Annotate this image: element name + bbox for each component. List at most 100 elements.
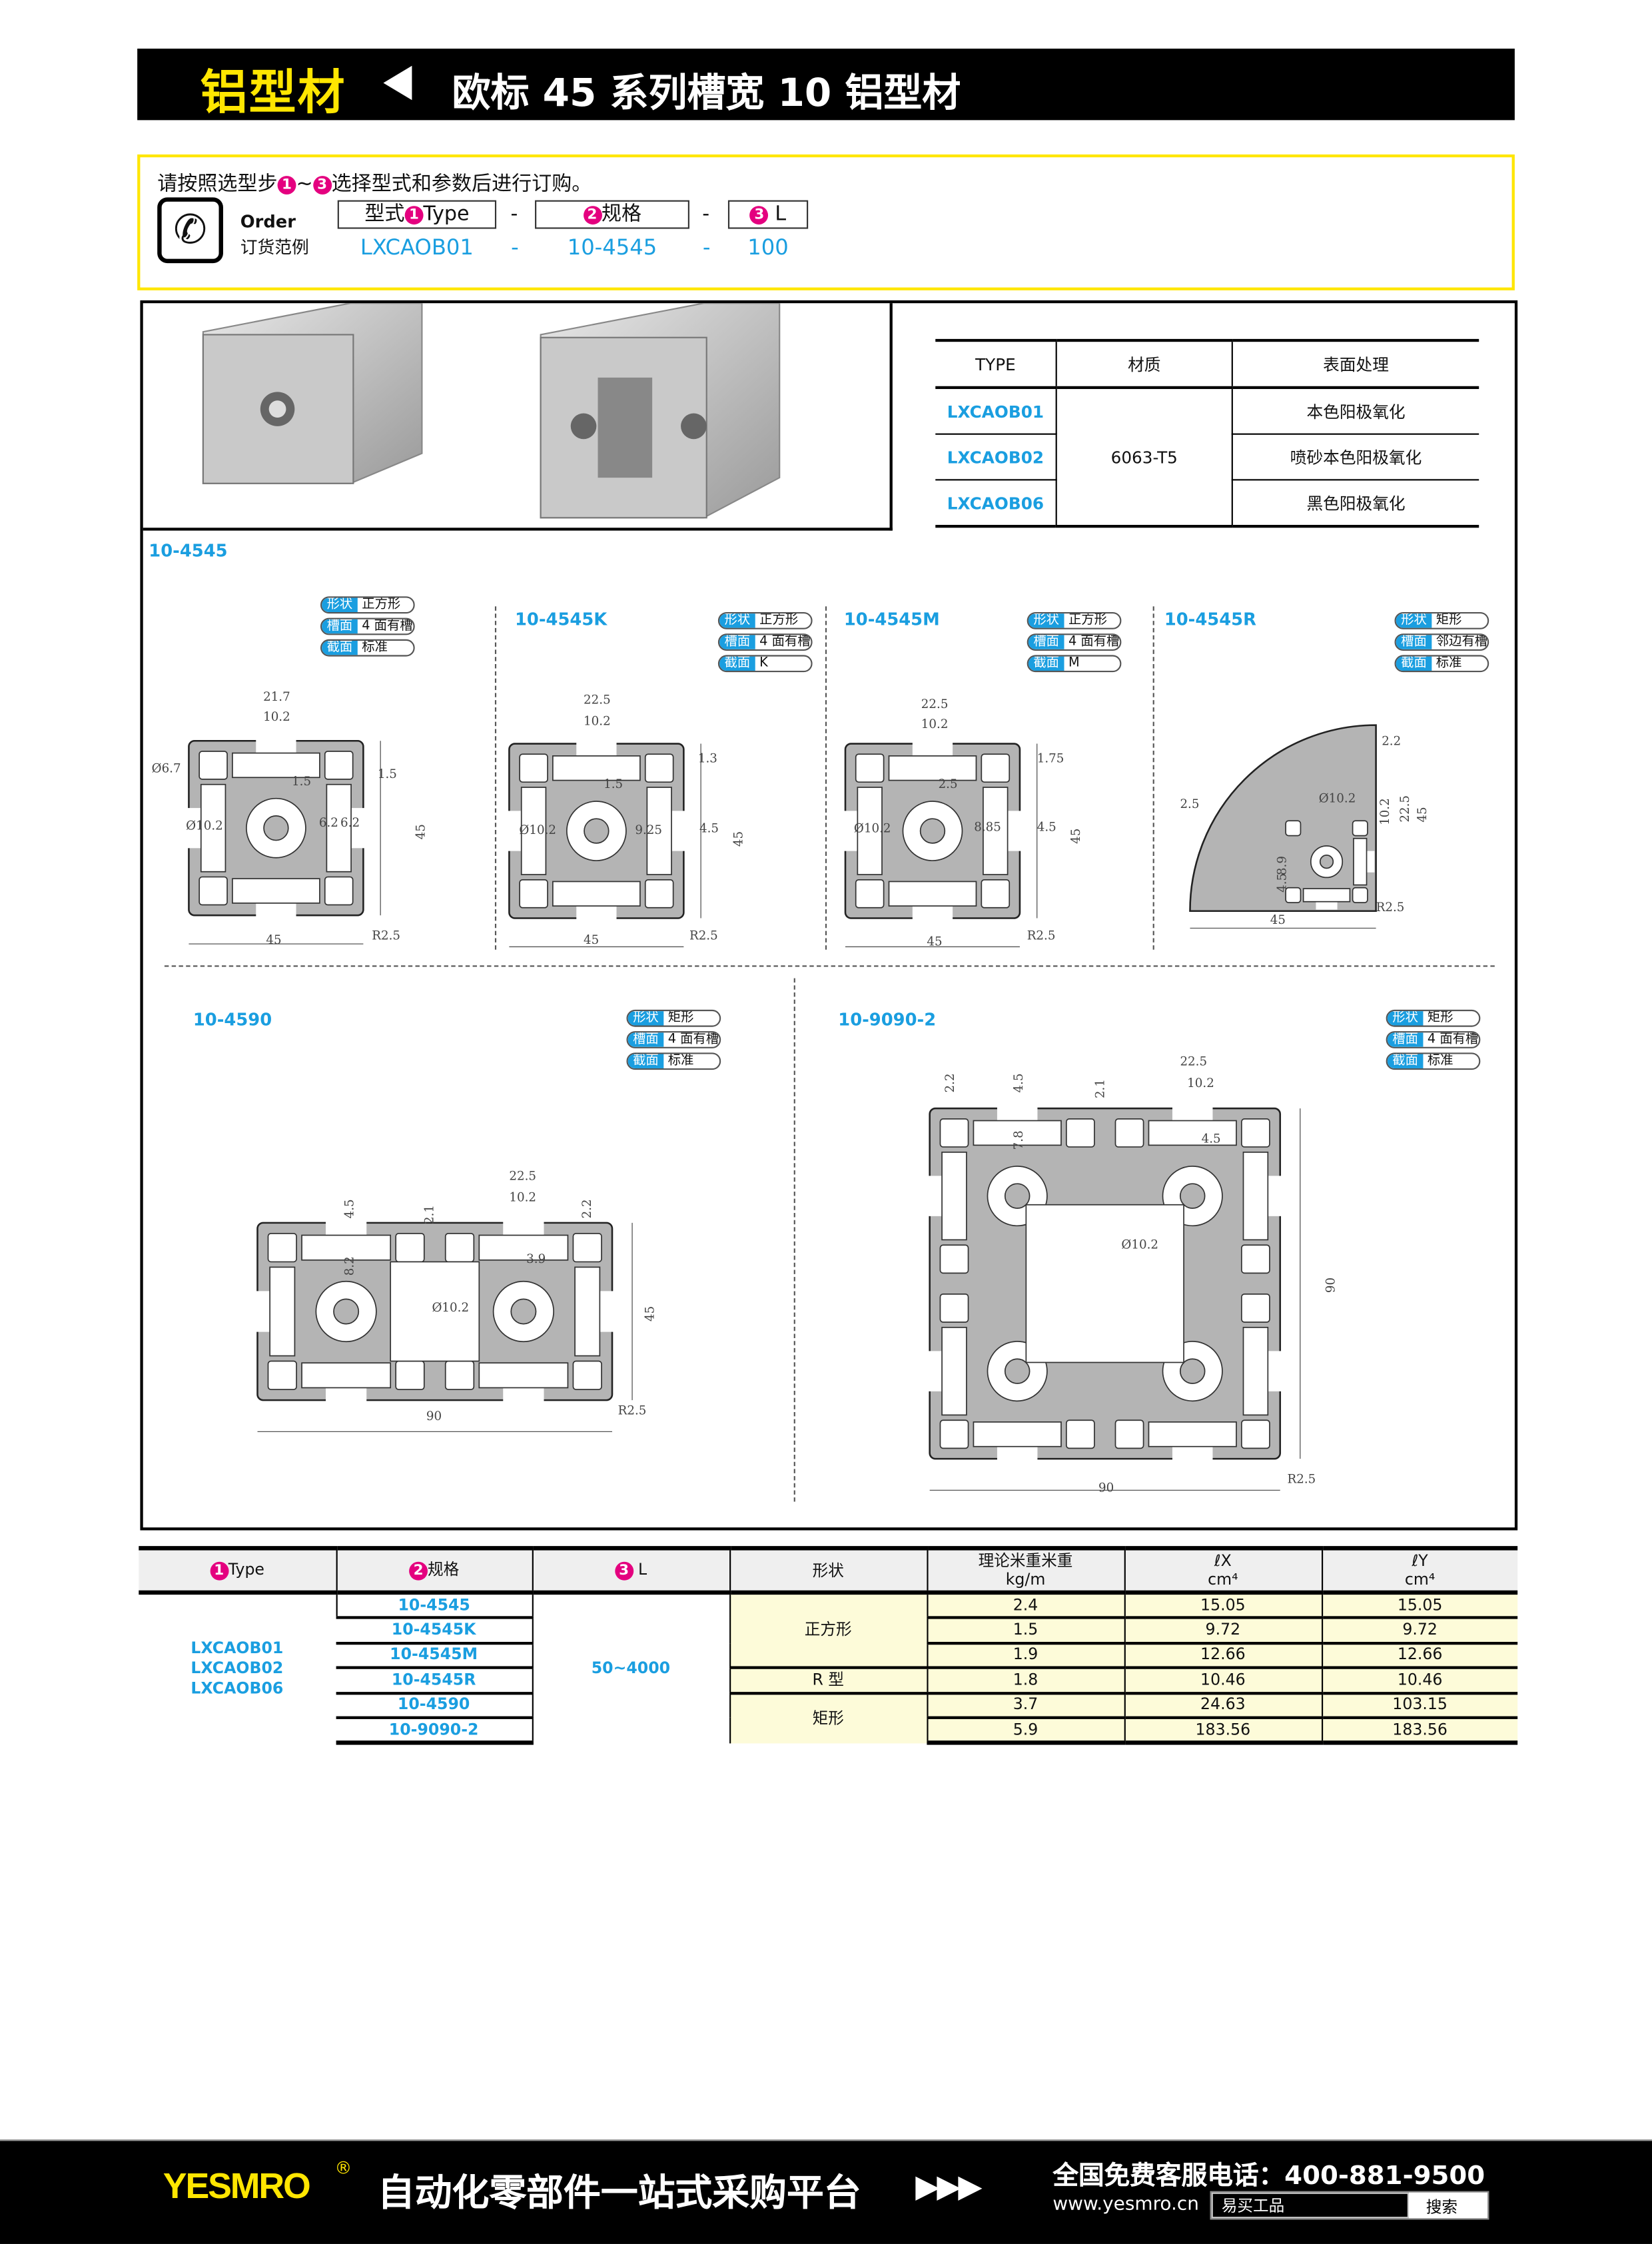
profile-tags: 形状矩形槽面邻边有槽截面标准 — [1394, 612, 1489, 677]
product-photo-panel — [143, 302, 893, 531]
finish-cell: 喷砂本色阳极氧化 — [1232, 434, 1479, 481]
profile-tag: 截面标准 — [626, 1052, 721, 1070]
product-photo — [202, 302, 781, 519]
dimension-label: 1.5 — [292, 775, 312, 790]
search-button[interactable]: 搜索 — [1426, 2198, 1457, 2217]
tag-key: 槽面 — [1028, 635, 1064, 649]
tag-value: 矩形 — [667, 1011, 694, 1026]
center-core — [919, 818, 946, 844]
center-bore — [1162, 1166, 1223, 1227]
t-slot — [1268, 1351, 1282, 1391]
dimension-label: Ø10.2 — [853, 822, 891, 837]
corner-cavity — [939, 1118, 969, 1148]
divider — [164, 965, 1495, 967]
dimension-label: 4.5 — [343, 1199, 358, 1219]
corner-cavity — [1065, 1244, 1095, 1274]
t-slot — [928, 1176, 943, 1216]
t-slot — [576, 742, 617, 756]
dimension-label: 45 — [1416, 807, 1431, 823]
corner-cavity — [572, 1232, 602, 1263]
col-header-length: 3 L — [531, 1546, 730, 1595]
order-label-en: Order — [240, 211, 296, 232]
corner-cavity — [644, 879, 674, 909]
profile-tag: 形状正方形 — [1027, 612, 1122, 629]
t-slot — [478, 1362, 569, 1389]
tag-value: 4 面有槽 — [759, 635, 811, 649]
dimension-label: 10.2 — [921, 717, 949, 733]
t-slot — [269, 1266, 296, 1357]
dimension-label: 22.5 — [1180, 1055, 1208, 1070]
profile-name: 10-4545R — [1164, 609, 1256, 629]
center-bore — [566, 801, 627, 861]
step-badge: 2 — [409, 1561, 428, 1581]
t-slot — [326, 1387, 367, 1402]
tag-key: 形状 — [627, 1011, 664, 1026]
dimension-label: 90 — [426, 1410, 442, 1425]
header-text: L — [638, 1561, 647, 1580]
dimension-label: 4.5 — [1276, 873, 1290, 893]
corner-cavity — [199, 751, 228, 780]
tag-key: 截面 — [719, 656, 755, 671]
tag-value: 邻边有槽 — [1436, 635, 1488, 649]
category-title: 铝型材 — [200, 64, 346, 121]
profile-tag: 截面标准 — [1386, 1052, 1481, 1070]
profile-section — [1189, 724, 1377, 929]
triangle-left-icon — [383, 65, 412, 101]
center-core — [1179, 1183, 1206, 1209]
registered-mark: ® — [334, 2158, 352, 2179]
website-link[interactable]: www.yesmro.cn — [1052, 2193, 1199, 2216]
header-bar: 铝型材 欧标 45 系列槽宽 10 铝型材 — [137, 49, 1515, 121]
tag-value: 4 面有槽 — [1427, 1032, 1479, 1047]
dimension-label: 2.2 — [944, 1073, 959, 1093]
tag-value: 正方形 — [1068, 613, 1107, 628]
corner-cavity — [444, 1232, 475, 1263]
divider — [494, 606, 497, 950]
t-slot — [1353, 837, 1368, 886]
spec-cell: 10-4545 — [335, 1592, 532, 1620]
phone-icon: ✆ — [157, 197, 223, 264]
dimension-label: R2.5 — [689, 929, 718, 944]
search-input[interactable]: 易买工品 — [1211, 2192, 1409, 2219]
center-core — [510, 1298, 537, 1325]
box-text: 型式 — [364, 202, 405, 226]
iy-cell: 12.66 — [1320, 1643, 1518, 1670]
center-core — [263, 815, 289, 841]
corner-cavity — [1114, 1419, 1144, 1449]
box-text: L — [775, 202, 787, 226]
search-box: 易买工品 搜索 — [1210, 2191, 1489, 2220]
hotline: 全国免费客服电话：400-881-9500 — [1052, 2161, 1485, 2191]
tag-value: 4 面有槽 — [667, 1032, 719, 1047]
dimension-label: R2.5 — [1027, 929, 1056, 944]
divider — [1152, 606, 1154, 950]
t-slot — [1007, 811, 1022, 851]
tag-value: 正方形 — [759, 613, 799, 628]
step-badge: 1 — [277, 175, 296, 194]
spec-cell: 10-4545K — [336, 1618, 532, 1645]
spec-cell: 10-4545R — [336, 1668, 532, 1694]
corner-cavity — [199, 876, 228, 906]
weight-cell: 1.8 — [926, 1668, 1124, 1694]
dimension-label: 2.5 — [938, 778, 958, 793]
separator: - — [511, 234, 519, 260]
box-text: 规格 — [601, 202, 642, 226]
corner-cavity — [324, 751, 354, 780]
footer-banner: YESMRO ® 自动化零部件一站式采购平台 ▶▶▶ 全国免费客服电话：400-… — [0, 2139, 1652, 2244]
t-slot — [1172, 1446, 1213, 1461]
corner-cavity — [855, 879, 885, 909]
corner-cavity — [1285, 820, 1302, 837]
type-cell: LXCAOB01 — [935, 387, 1057, 435]
step-badge: 1 — [209, 1561, 228, 1581]
dimension-label: 21.7 — [263, 691, 290, 705]
dimension-label: 22.5 — [1398, 795, 1414, 823]
box-text: Type — [423, 202, 470, 226]
dimension-label: Ø10.2 — [1318, 792, 1356, 807]
corner-cavity — [1114, 1118, 1144, 1148]
